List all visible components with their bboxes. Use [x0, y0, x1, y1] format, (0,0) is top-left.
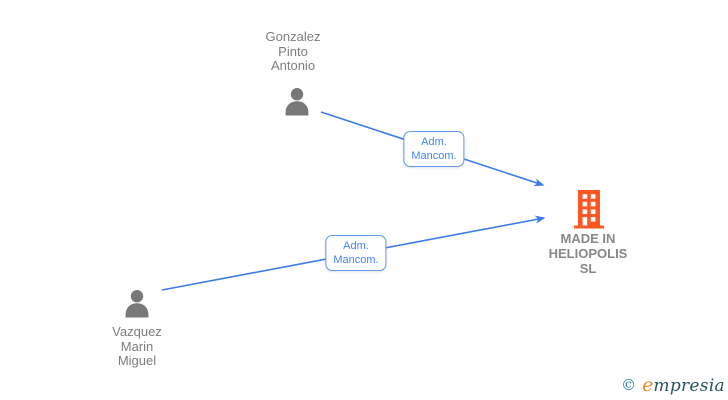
node-label-vazquez-marin-miguel: Vazquez Marin Miguel — [57, 324, 217, 369]
node-label-line: Antonio — [270, 58, 316, 73]
node-label-line: Vazquez — [112, 324, 162, 339]
node-label-line: MADE IN — [560, 231, 616, 246]
node-label-line: Marin — [120, 338, 154, 354]
edge-label-line: Mancom. — [411, 150, 457, 162]
person-icon-gonzalez[interactable] — [281, 86, 313, 118]
edge-label-line: Adm. — [343, 240, 369, 252]
edge-label-adm-mancom-2[interactable]: Adm. Mancom. — [325, 235, 387, 271]
node-label-line: SL — [579, 261, 597, 276]
node-label-line: Pinto — [278, 43, 308, 59]
watermark-empresia: © empresia — [621, 374, 725, 396]
edge-label-line: Adm. — [421, 136, 447, 148]
edge-label-adm-mancom-1[interactable]: Adm. Mancom. — [403, 131, 465, 167]
brand-letter-e: e — [642, 374, 654, 396]
node-label-line: HELIOPOLIS — [548, 246, 628, 261]
edge-label-line: Mancom. — [333, 254, 379, 266]
copyright-icon: © — [621, 376, 637, 394]
node-label-line: Gonzalez — [265, 29, 321, 44]
node-label-gonzalez-pinto-antonio: Gonzalez Pinto Antonio — [213, 29, 373, 74]
person-icon-vazquez[interactable] — [121, 288, 153, 320]
brand-name-rest: mpresia — [653, 376, 725, 396]
building-icon-made-in-heliopolis[interactable] — [574, 189, 604, 229]
node-label-made-in-heliopolis-sl: MADE IN HELIOPOLIS SL — [508, 231, 668, 276]
node-label-line: Miguel — [117, 353, 157, 368]
